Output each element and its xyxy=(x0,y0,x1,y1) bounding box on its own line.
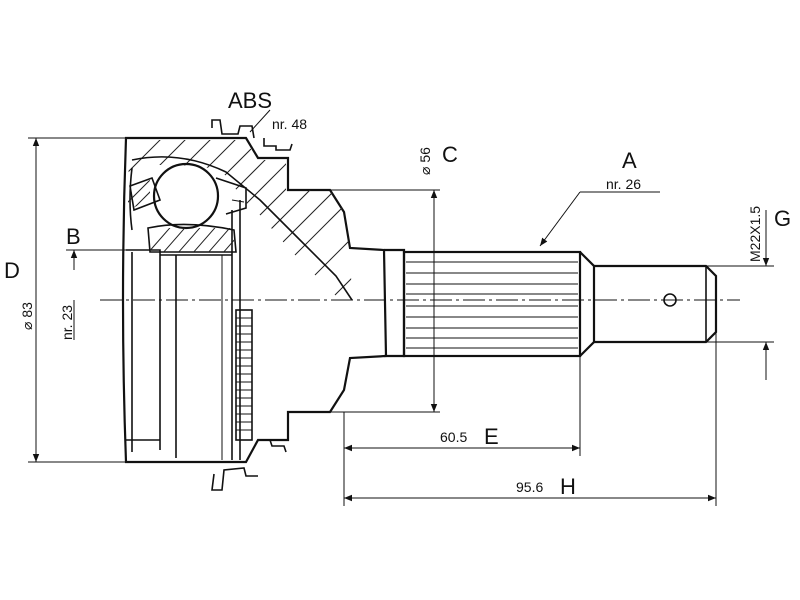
a-teeth-label: nr. 26 xyxy=(606,176,641,192)
abs-teeth-label: nr. 48 xyxy=(272,116,307,132)
b-letter: B xyxy=(66,224,81,249)
length-h-letter: H xyxy=(560,474,576,499)
dia56-letter: C xyxy=(442,142,458,167)
d-letter: D xyxy=(4,258,20,283)
abs-ring xyxy=(211,119,293,491)
length-e-letter: E xyxy=(484,424,499,449)
length-e-value: 60.5 xyxy=(440,429,467,445)
b-teeth-label: nr. 23 xyxy=(59,305,75,340)
ball-cage xyxy=(128,162,247,253)
abs-label: ABS xyxy=(228,88,272,113)
outer-bell-housing xyxy=(121,136,388,464)
dimension-lines xyxy=(28,109,774,506)
dia83-value: ⌀ 83 xyxy=(19,302,35,330)
thread-letter: G xyxy=(774,206,791,231)
length-h-value: 95.6 xyxy=(516,479,543,495)
thread-value: M22X1.5 xyxy=(747,206,763,262)
dia56-value: ⌀ 56 xyxy=(417,147,433,175)
a-letter: A xyxy=(622,148,637,173)
